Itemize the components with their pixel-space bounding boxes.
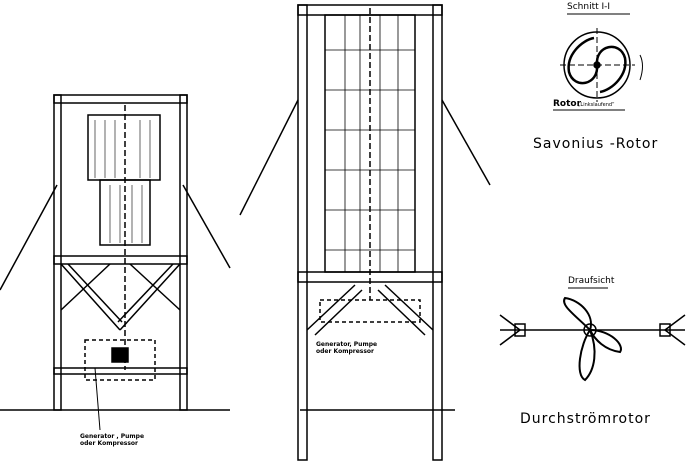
label-line: oder Kompressor <box>80 440 138 447</box>
label-line: Generator , Pumpe <box>80 433 145 440</box>
label-line: Generator, Pumpe <box>316 341 378 348</box>
rotor-caption: Rotor <box>553 99 582 109</box>
label-line: oder Kompressor <box>316 348 374 355</box>
crossflow-title: Durchströmrotor <box>520 411 651 427</box>
top-view-label: Draufsicht <box>568 276 615 286</box>
savonius-section <box>553 13 643 111</box>
middle-generator-label: Generator, Pumpe oder Kompressor <box>316 341 377 355</box>
section-title: Schnitt I-I <box>567 2 611 12</box>
left-tower <box>0 94 231 431</box>
middle-tower <box>239 4 491 461</box>
savonius-title: Savonius -Rotor <box>533 136 659 152</box>
left-generator-label: Generator , Pumpe oder Kompressor <box>80 433 144 447</box>
crossflow-top-view <box>499 287 686 382</box>
rotor-note: „Linkslaufend“ <box>578 102 615 108</box>
